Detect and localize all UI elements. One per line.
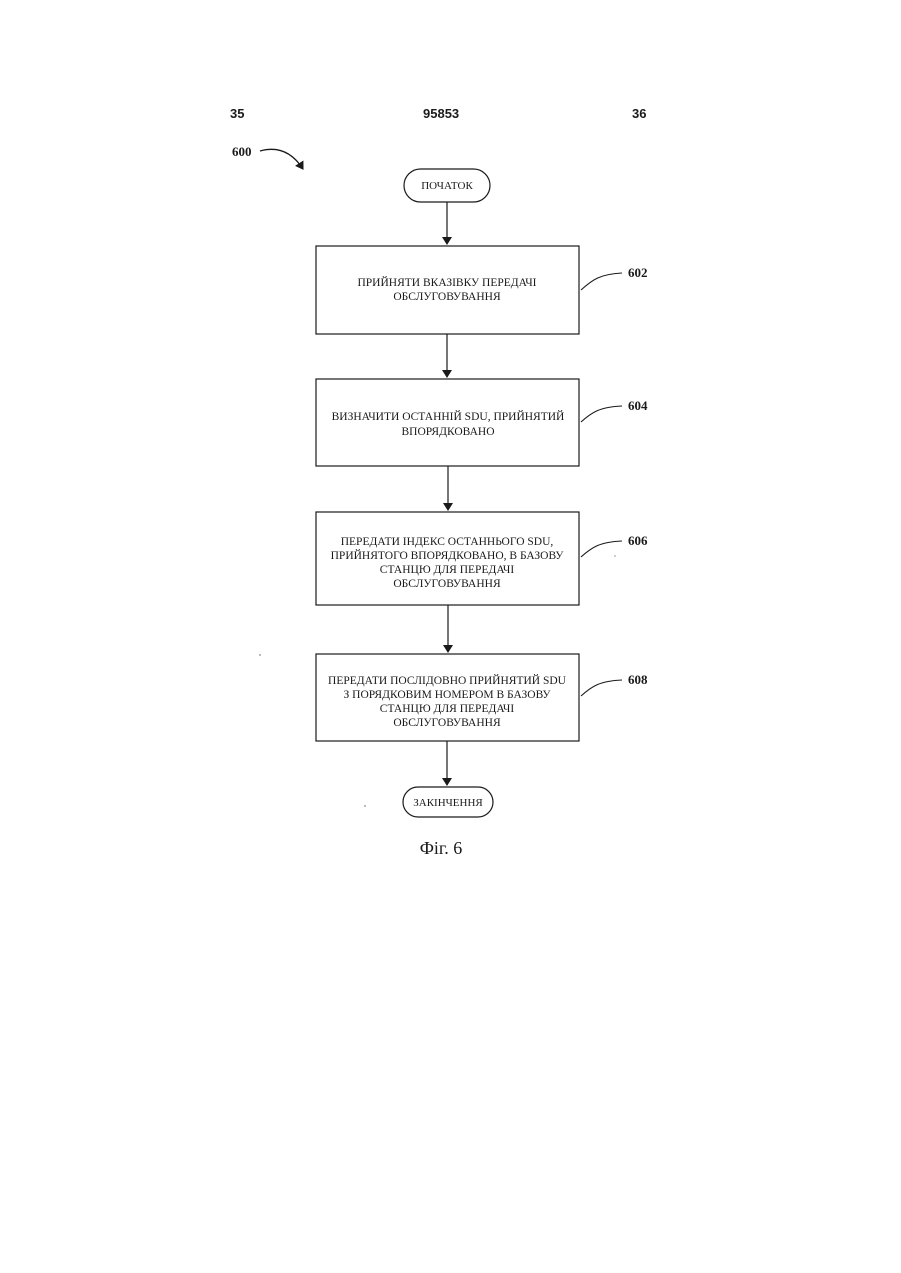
start-label: ПОЧАТОК	[421, 180, 473, 192]
step-602: ПРИЙНЯТИ ВКАЗІВКУ ПЕРЕДАЧІ ОБСЛУГОВУВАНН…	[316, 246, 648, 334]
step-text-line: ПРИЙНЯТИ ВКАЗІВКУ ПЕРЕДАЧІ	[357, 275, 536, 289]
end-terminal: ЗАКІНЧЕННЯ	[403, 787, 493, 817]
step-text-line: ОБСЛУГОВУВАННЯ	[393, 717, 501, 729]
step-text-line: ОБСЛУГОВУВАННЯ	[393, 578, 501, 590]
figure-ref-label: 600	[232, 144, 252, 159]
step-ref-label: 602	[628, 265, 648, 280]
step-text-line: СТАНЦЮ ДЛЯ ПЕРЕДАЧІ	[380, 703, 515, 715]
step-ref-label: 608	[628, 672, 648, 687]
step-text-line: ВПОРЯДКОВАНО	[401, 426, 494, 438]
start-terminal: ПОЧАТОК	[404, 169, 490, 202]
step-606: ПЕРЕДАТИ ІНДЕКС ОСТАННЬОГО SDU, ПРИЙНЯТО…	[316, 512, 648, 605]
step-text-line: ОБСЛУГОВУВАННЯ	[393, 291, 501, 303]
step-604: ВИЗНАЧИТИ ОСТАННІЙ SDU, ПРИЙНЯТИЙ ВПОРЯД…	[316, 379, 648, 466]
step-text-line: ПЕРЕДАТИ ПОСЛІДОВНО ПРИЙНЯТИЙ SDU	[328, 673, 567, 687]
scan-speck	[259, 654, 260, 655]
step-text-line: ВИЗНАЧИТИ ОСТАННІЙ SDU, ПРИЙНЯТИЙ	[332, 409, 565, 423]
step-text-line: З ПОРЯДКОВИМ НОМЕРОМ В БАЗОВУ	[344, 689, 552, 701]
step-ref-label: 604	[628, 398, 648, 413]
end-label: ЗАКІНЧЕННЯ	[413, 797, 483, 809]
step-ref-label: 606	[628, 533, 648, 548]
step-text-line: ПРИЙНЯТОГО ВПОРЯДКОВАНО, В БАЗОВУ	[331, 548, 565, 562]
step-text-line: ПЕРЕДАТИ ІНДЕКС ОСТАННЬОГО SDU,	[341, 536, 554, 548]
scan-speck	[364, 805, 365, 806]
step-608: ПЕРЕДАТИ ПОСЛІДОВНО ПРИЙНЯТИЙ SDU З ПОРЯ…	[316, 654, 648, 741]
scan-speck	[614, 555, 615, 556]
figure-ref-arrow	[260, 149, 303, 169]
figure-caption: Фіг. 6	[420, 838, 463, 858]
step-text-line: СТАНЦЮ ДЛЯ ПЕРЕДАЧІ	[380, 564, 515, 576]
